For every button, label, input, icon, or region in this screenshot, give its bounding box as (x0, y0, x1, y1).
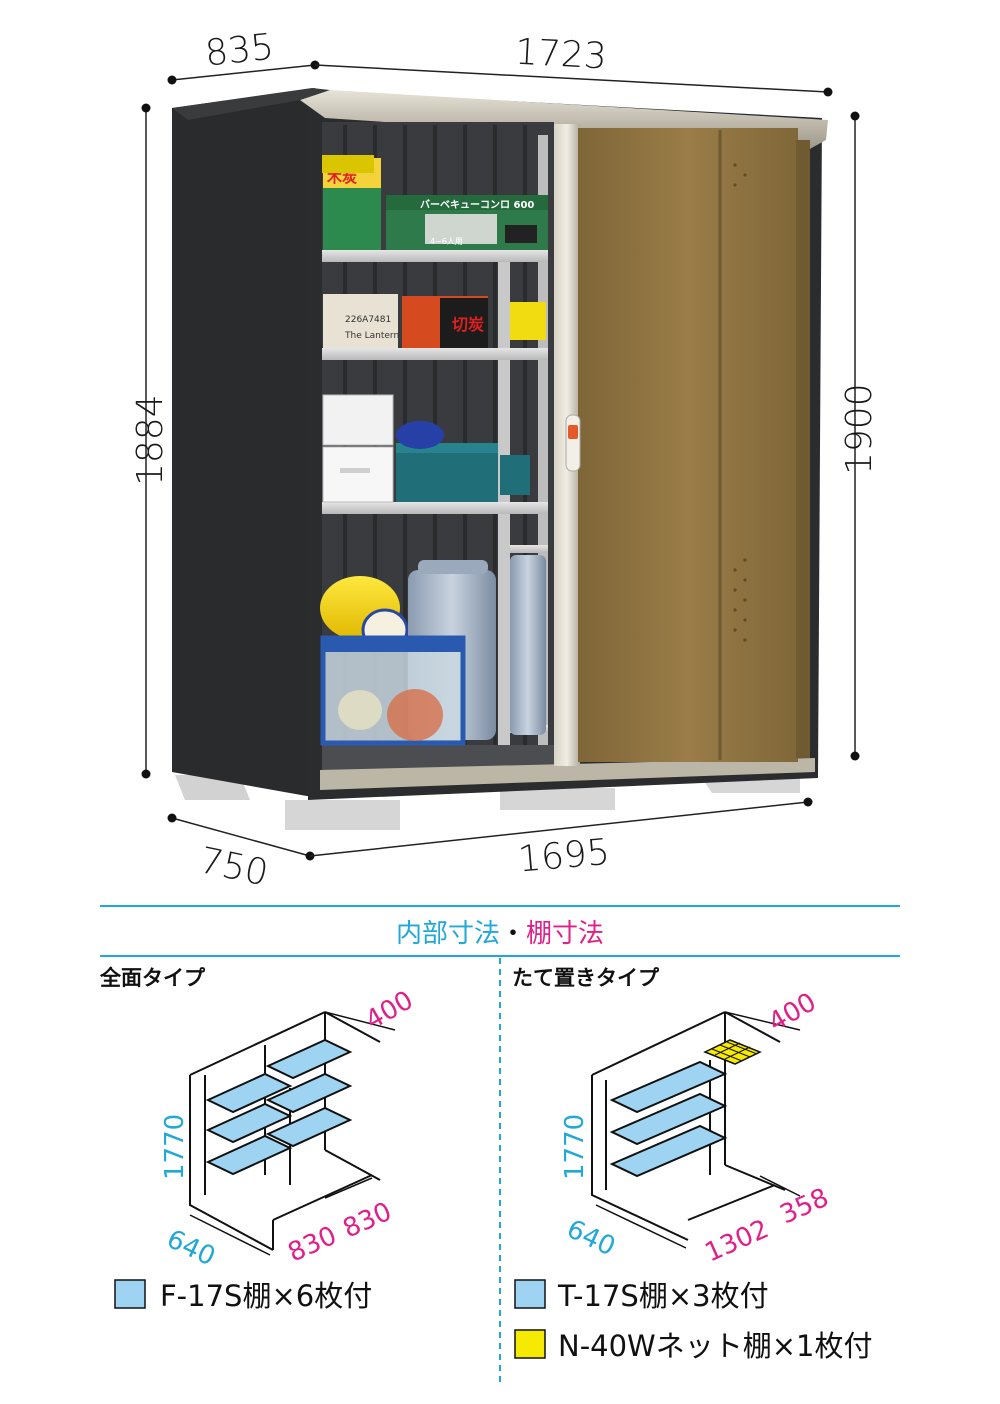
shed-floor (322, 745, 554, 770)
section-title-part2: 棚寸法 (526, 919, 604, 949)
dim-height-left: 1884 (130, 394, 171, 486)
legend-swatch-n (514, 1329, 546, 1359)
suitcase-small (510, 555, 546, 735)
bottom-items (320, 555, 546, 746)
bbq-box-label: バーベキューコンロ 600 (420, 199, 534, 211)
white-box-1 (322, 394, 394, 446)
shelf-unit (322, 135, 548, 745)
dim-depth-bottom: 750 (196, 840, 272, 894)
door-perforations (733, 163, 747, 642)
vertical-depth: 640 (562, 1214, 620, 1262)
f-shelf-6 (265, 1106, 353, 1148)
full-height: 1770 (160, 1114, 190, 1180)
full-type-dim-lines (189, 1011, 396, 1256)
yellow-bin-top (322, 155, 374, 173)
shelf-board-2 (322, 348, 548, 360)
top-shelf-items: 木炭 バーベキューコンロ 600 4~6人用 (322, 155, 548, 250)
vertical-height: 1770 (560, 1114, 590, 1180)
vertical-shelf-depth: 400 (764, 987, 822, 1038)
f-shelf-2 (205, 1102, 293, 1144)
door-panel (578, 128, 798, 762)
f-shelf-3 (205, 1134, 293, 1176)
legend-f-text: F-17S棚×6枚付 (160, 1279, 372, 1313)
legend-f-shelf: F-17S棚×6枚付 (114, 1279, 372, 1313)
lantern-label: The Lantern (344, 331, 399, 341)
blue-ball (396, 421, 444, 449)
lantern-box (323, 294, 398, 348)
door-panel-edge (796, 140, 810, 758)
legend-n-shelf: N-40Wネット棚×1枚付 (514, 1329, 872, 1363)
dim-width-bottom: 1695 (517, 832, 612, 881)
section-title-part1: 内部寸法 (396, 919, 500, 949)
dim-depth-top: 835 (203, 27, 276, 75)
legend-swatch-t (514, 1279, 546, 1309)
t-shelf-3 (609, 1124, 728, 1178)
shed-roof-top (172, 88, 330, 120)
shelf-board-1 (322, 250, 548, 262)
door-lock[interactable] (568, 425, 578, 439)
full-type-shelves (205, 1038, 353, 1176)
vertical-type-diagram (591, 1011, 786, 1241)
shed-dimension-labels: 835 1723 1884 1900 750 1695 (130, 27, 880, 895)
vertical-type-shelves (609, 1060, 728, 1178)
legend-n-text: N-40Wネット棚×1枚付 (558, 1329, 872, 1363)
section-title: 内部寸法・棚寸法 (396, 919, 604, 949)
shed-dimension-lines (141, 60, 860, 861)
f-shelf-5 (265, 1072, 353, 1114)
lantern-code: 226A7481 (345, 315, 391, 325)
teal-box (396, 448, 498, 502)
full-shelf-width-1: 830 (284, 1221, 342, 1269)
shelf-post-1 (498, 255, 510, 745)
storage-shed: 木炭 バーベキューコンロ 600 4~6人用 226A7481 The Lant… (172, 88, 828, 830)
t-shelf-1 (609, 1060, 728, 1114)
shelf-board-3 (322, 502, 548, 514)
dim-height-right: 1900 (839, 383, 880, 475)
foot-front-left (285, 800, 400, 830)
door-rail (320, 758, 815, 790)
full-shelf-width-2: 830 (339, 1197, 397, 1245)
foot-front-mid (500, 788, 615, 810)
bbq-box-sub: 4~6人用 (430, 237, 463, 246)
yellow-bin-mid (510, 302, 546, 340)
section-title-sep: ・ (500, 919, 526, 949)
shed-side-panel (172, 88, 318, 798)
t-shelf-2 (609, 1092, 728, 1146)
f-shelf-4 (265, 1038, 353, 1080)
legend-swatch-f (114, 1279, 146, 1309)
door-handle[interactable] (565, 414, 581, 472)
shelf-board-4 (510, 545, 548, 553)
net-shelf (703, 1039, 762, 1065)
vertical-width-1: 1302 (701, 1214, 774, 1268)
charcoal-label: 切炭 (452, 315, 484, 334)
legend-t-text: T-17S棚×3枚付 (557, 1279, 769, 1313)
dim-width-top: 1723 (514, 32, 608, 78)
white-box-2 (322, 446, 394, 503)
full-depth: 640 (162, 1224, 220, 1272)
vertical-type-title: たて置きタイプ (512, 966, 660, 990)
middle-shelf-items: 226A7481 The Lantern 切炭 (322, 294, 546, 503)
teal-lid (500, 455, 530, 495)
f-shelf-1 (205, 1072, 293, 1114)
full-type-title: 全面タイプ (99, 966, 206, 990)
vertical-type-dim-lines (595, 1011, 801, 1249)
shelf-post-2 (538, 135, 548, 745)
legend-t-shelf: T-17S棚×3枚付 (514, 1279, 769, 1313)
